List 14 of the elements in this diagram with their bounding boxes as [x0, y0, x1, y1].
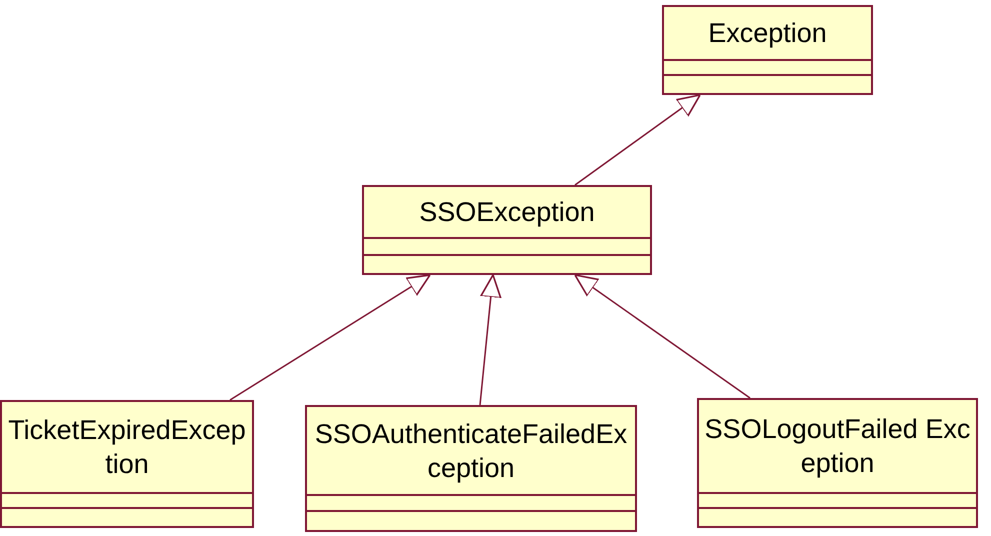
- inheritance-arrow: [574, 94, 701, 186]
- class-box: [697, 398, 978, 528]
- class-box: [0, 400, 254, 528]
- class-box: [362, 185, 652, 275]
- inheritance-arrow: [574, 274, 750, 399]
- inheritance-arrow: [230, 274, 431, 401]
- class-box: [662, 5, 873, 95]
- class-name: SSOLogoutFailed Exception: [704, 413, 972, 480]
- class-name: SSOAuthenticateFailedException: [314, 418, 628, 484]
- class-name: SSOException: [419, 196, 595, 229]
- class-box: [305, 405, 637, 532]
- class-name: Exception: [708, 17, 827, 50]
- inheritance-arrow: [479, 274, 502, 406]
- class-name: TicketExpiredException: [7, 414, 247, 481]
